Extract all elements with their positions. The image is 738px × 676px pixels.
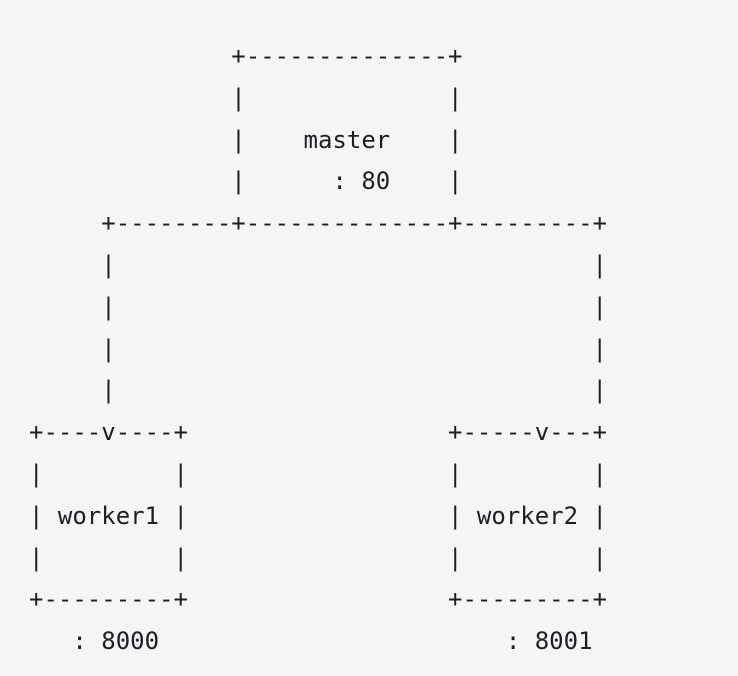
ascii-diagram: +--------------+ | | | master | | : 80 |… (29, 42, 607, 656)
